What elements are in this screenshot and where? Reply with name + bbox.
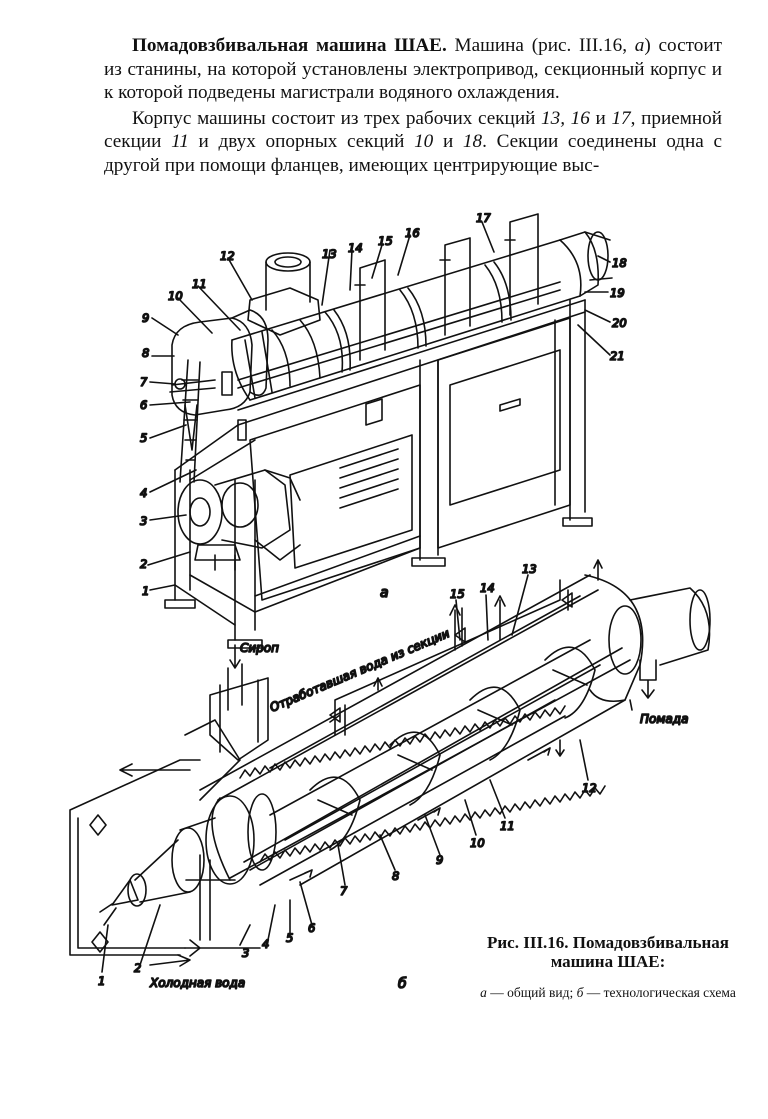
text-seg: ) состоит из станины, на которой установ… <box>104 35 722 103</box>
callout-a-3: 3 <box>140 514 147 528</box>
figure-b-drawing <box>69 559 711 973</box>
text-seg: и <box>433 131 463 152</box>
body-text: Помадовзбивальная машина ШАЕ. Машина (ри… <box>104 34 722 177</box>
callout-b-1: 1 <box>98 974 105 988</box>
text-seg: и двух опорных секций <box>188 131 415 152</box>
callout-a-16: 16 <box>405 226 420 240</box>
callout-b-3: 3 <box>242 946 249 960</box>
label-fondant: Помада <box>640 712 688 726</box>
callout-b-8: 8 <box>392 869 399 883</box>
callout-b-4: 4 <box>262 937 269 951</box>
text-seg: Корпус машины состоит из трех рабочих се… <box>132 107 542 129</box>
callout-b-5: 5 <box>286 931 293 945</box>
text-seg: 11 <box>171 131 189 152</box>
text-seg: , приемной секции <box>104 107 722 153</box>
caption-a-letter: а <box>480 985 487 1000</box>
callout-a-2: 2 <box>140 557 147 571</box>
callout-a-6: 6 <box>140 398 147 412</box>
paragraph-1: Помадовзбивальная машина ШАЕ. Машина (ри… <box>104 34 722 105</box>
callout-a-7: 7 <box>140 375 148 389</box>
callout-b-6: 6 <box>308 921 315 935</box>
text-seg: Машина (рис. III.16, <box>446 35 635 56</box>
figure-a-callouts: 1 2 3 4 5 6 7 8 9 10 11 12 13 14 15 16 1… <box>139 210 627 602</box>
text-seg: . Секции соединены одна с другой при пом… <box>104 131 722 176</box>
callout-a-1: 1 <box>142 584 149 598</box>
callout-b-9: 9 <box>436 853 443 867</box>
callout-b-13: 13 <box>522 562 537 576</box>
callout-a-12: 12 <box>220 249 235 263</box>
callout-b-10: 10 <box>470 836 485 850</box>
callout-b-7: 7 <box>340 884 348 898</box>
caption-b-text: — технологическая схема <box>583 985 736 1000</box>
text-seg: 18 <box>462 131 483 152</box>
callout-a-4: 4 <box>140 486 147 500</box>
callout-b-2: 2 <box>134 961 141 975</box>
paragraph-2: Корпус машины состоит из трех рабочих се… <box>104 107 722 178</box>
callout-a-14: 14 <box>348 241 363 255</box>
figure-a-drawing <box>147 213 613 649</box>
callout-b-15: 15 <box>450 587 465 601</box>
callout-a-19: 19 <box>610 286 625 300</box>
callout-b-12: 12 <box>582 781 597 795</box>
text-seg: и <box>589 107 612 129</box>
callout-b-14: 14 <box>480 581 495 595</box>
text-seg: 10 <box>414 131 434 152</box>
caption-b-letter: б <box>576 985 584 1000</box>
label-syrup: Сироп <box>240 641 279 655</box>
text-seg: а <box>634 35 645 56</box>
callout-a-18: 18 <box>612 256 627 270</box>
text-seg: 17 <box>611 107 631 129</box>
figure-caption: Рис. III.16. Помадовзбивальная машина ША… <box>478 933 738 1000</box>
callout-a-8: 8 <box>142 346 149 360</box>
callout-a-20: 20 <box>612 316 627 330</box>
callout-a-17: 17 <box>476 211 491 225</box>
callout-a-21: 21 <box>610 349 625 363</box>
figure-a-letter: а <box>380 585 389 601</box>
callout-a-11: 11 <box>192 277 207 291</box>
callout-a-5: 5 <box>140 431 147 445</box>
caption-title: Рис. III.16. Помадовзбивальная машина ША… <box>486 933 730 971</box>
text-seg: 13, 16 <box>541 107 590 129</box>
paragraph-1-lead: Помадовзбивальная машина ШАЕ. <box>132 35 447 56</box>
callout-b-11: 11 <box>500 819 515 833</box>
caption-a-text: — общий вид; <box>486 985 577 1000</box>
callout-a-15: 15 <box>378 234 393 248</box>
caption-subtitle: а — общий вид; б — технологическая схема <box>478 985 738 1000</box>
callout-a-13: 13 <box>322 247 337 261</box>
callout-a-9: 9 <box>142 311 149 325</box>
figure-b-letter: б <box>398 976 407 992</box>
callout-a-10: 10 <box>168 289 183 303</box>
label-cold-water: Холодная вода <box>149 976 245 990</box>
